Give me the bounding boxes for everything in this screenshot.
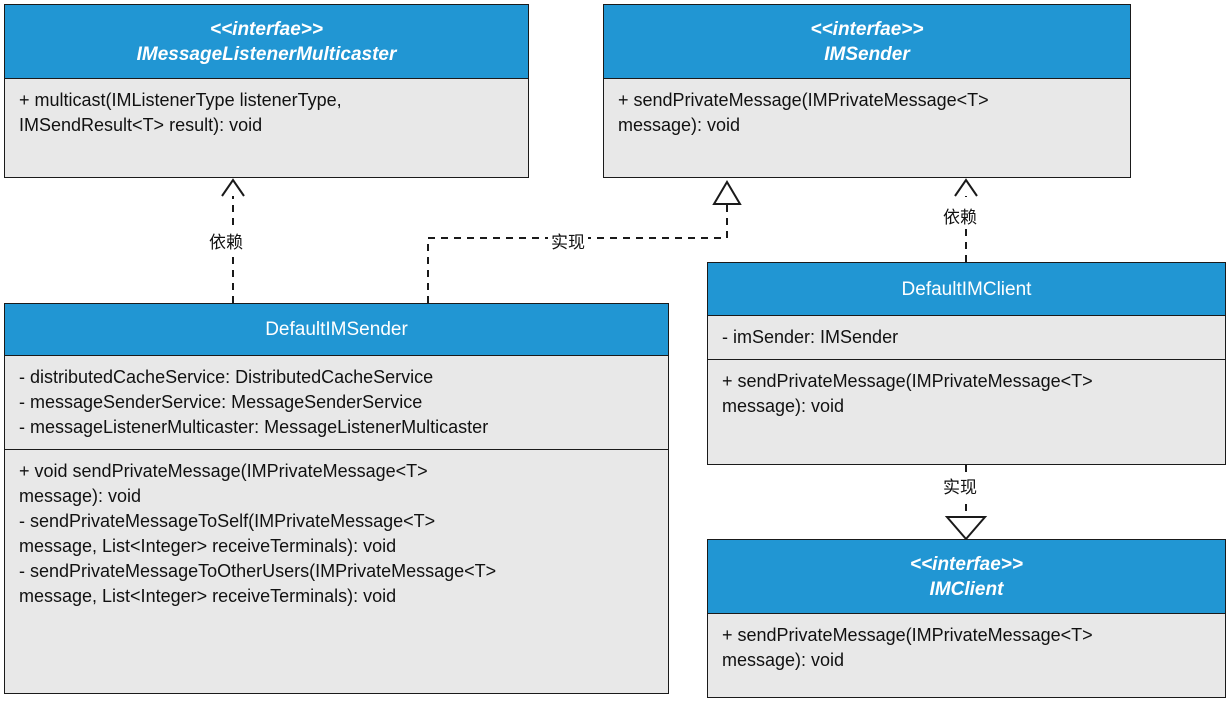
class-header-defaultimclient: DefaultIMClient — [708, 263, 1225, 316]
class-box-defaultimsender[interactable]: DefaultIMSender - distributedCacheServic… — [4, 303, 669, 694]
class-header-imclient: <<interfae>> IMClient — [708, 540, 1225, 614]
class-methods-defaultimclient: + sendPrivateMessage(IMPrivateMessage<T>… — [708, 359, 1225, 428]
class-box-imsender[interactable]: <<interfae>> IMSender + sendPrivateMessa… — [603, 4, 1131, 178]
class-methods-imessagelistenermulticaster: + multicast(IMListenerType listenerType,… — [19, 90, 342, 135]
class-stereotype: <<interfae>> — [909, 553, 1024, 575]
class-header-imessagelistenermulticaster: <<interfae>> IMessageListenerMulticaster — [5, 5, 528, 79]
edge-label-dependency-imsender: 依赖 — [940, 203, 980, 228]
edge-label-realization-imsender: 实现 — [548, 228, 588, 253]
class-name: IMSender — [824, 43, 910, 65]
class-name: DefaultIMSender — [265, 319, 408, 340]
class-methods-imsender: + sendPrivateMessage(IMPrivateMessage<T>… — [618, 90, 989, 135]
class-box-imessagelistenermulticaster[interactable]: <<interfae>> IMessageListenerMulticaster… — [4, 4, 529, 178]
class-stereotype: <<interfae>> — [810, 18, 924, 40]
class-attributes-defaultimsender: - distributedCacheService: DistributedCa… — [19, 367, 489, 437]
class-header-imsender: <<interfae>> IMSender — [604, 5, 1130, 79]
connector-realization-imclient — [944, 465, 988, 541]
class-name: DefaultIMClient — [901, 278, 1032, 300]
class-header-defaultimsender: DefaultIMSender — [5, 304, 668, 356]
edge-label-realization-imclient: 实现 — [940, 473, 980, 498]
class-methods-defaultimsender: + void sendPrivateMessage(IMPrivateMessa… — [5, 449, 668, 618]
class-name: IMessageListenerMulticaster — [136, 43, 397, 65]
edge-label-dependency-multicaster: 依赖 — [206, 228, 246, 253]
class-box-imclient[interactable]: <<interfae>> IMClient + sendPrivateMessa… — [707, 539, 1226, 698]
class-methods-imclient: + sendPrivateMessage(IMPrivateMessage<T>… — [722, 625, 1093, 670]
class-box-defaultimclient[interactable]: DefaultIMClient - imSender: IMSender + s… — [707, 262, 1226, 465]
class-name: IMClient — [929, 578, 1004, 600]
class-attributes-defaultimclient: - imSender: IMSender — [722, 327, 899, 347]
class-stereotype: <<interfae>> — [209, 18, 324, 40]
